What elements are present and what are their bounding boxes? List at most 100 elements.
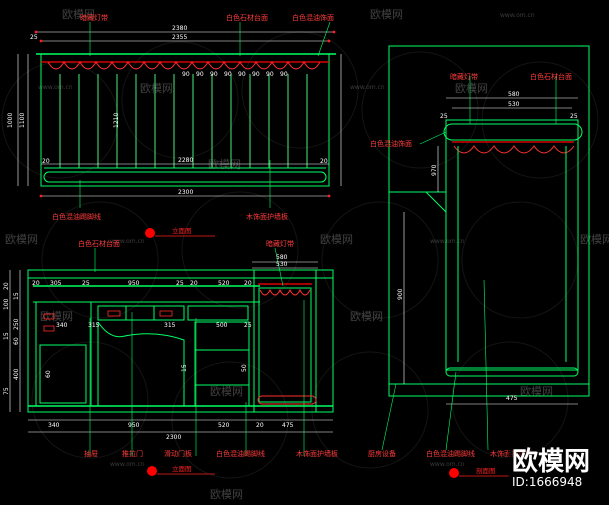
- elev-a-dim-panel-6: 90: [252, 71, 260, 78]
- elev-b-label-light-strip: 暗藏灯带: [266, 239, 294, 248]
- section-c: [381, 45, 590, 451]
- watermark-1: 欧模网: [62, 8, 95, 21]
- elev-b-vdim-4: 250: [13, 318, 20, 330]
- elev-b-vdim-8: 75: [3, 387, 10, 395]
- sec-c-title: 剖面图: [476, 466, 496, 475]
- elev-b-dim-bottom-1: 340: [48, 422, 60, 429]
- sec-c-dim-475: 475: [506, 395, 518, 402]
- elev-b-vdim-5: 60: [13, 337, 20, 345]
- watermark-layer: 欧模网 欧模网 欧模网 欧模网 欧模网 欧模网 欧模网 欧模网 欧模网 欧模网 …: [1, 8, 609, 501]
- elev-b-vdim-6: 15: [3, 332, 10, 340]
- elev-a-vdim-1: 1000: [7, 113, 14, 128]
- watermark-10: 欧模网: [40, 310, 73, 323]
- elev-b-dim-bottom-3: 520: [218, 422, 230, 429]
- elevation-a-text: 暗藏灯带 白色石材台面 白色混油饰面 2380 2355 25 90 90 90…: [7, 13, 334, 238]
- elev-b-dim-top-7: 520: [218, 280, 230, 287]
- elev-b-dim-530: 530: [276, 261, 288, 268]
- watermark-url-4: www.om.cn: [110, 238, 145, 245]
- sec-c-label-stone-top: 白色石材台面: [530, 72, 572, 81]
- sec-c-label-kitchen-equip: 厨房设备: [368, 449, 396, 458]
- elev-a-valance: [47, 60, 321, 70]
- elev-b-dim-row2-1: 340: [56, 322, 68, 329]
- elev-b-dim-580: 580: [276, 254, 288, 261]
- elev-b-vdim-9: 60: [45, 370, 52, 378]
- watermark-url-3: www.om.cn: [500, 12, 535, 19]
- elev-b-vdim-2: 100: [3, 298, 10, 310]
- elev-b-dim-row2-3: 315: [164, 322, 176, 329]
- section-c-niche: [445, 119, 579, 371]
- sec-c-label-paint-trim: 白色混油饰面: [370, 139, 412, 148]
- elev-a-label-paint-trim: 白色混油饰面: [292, 13, 334, 22]
- brand-logo-text: 欧模网: [512, 446, 590, 477]
- elev-b-vdim-10: 15: [181, 364, 188, 372]
- elev-a-dim-panel-2: 90: [196, 71, 204, 78]
- elev-b-label-skirting: 白色混油踢脚线: [216, 449, 265, 458]
- elev-a-dim-panel-3: 90: [210, 71, 218, 78]
- elev-a-label-light-strip: 暗藏灯带: [80, 13, 108, 22]
- elev-a-dim-20b: 20: [320, 158, 328, 165]
- watermark-url-7: www.om.cn: [430, 461, 465, 468]
- watermark-5: 欧模网: [208, 158, 241, 171]
- elev-b-dim-row2-4: 500: [216, 322, 228, 329]
- elev-b-dim-top-6: 20: [190, 280, 198, 287]
- elev-a-dim-panel-1: 90: [182, 71, 190, 78]
- brand-id-text: ID:1666948: [512, 475, 582, 489]
- elev-a-dim-panel-7: 90: [266, 71, 274, 78]
- elev-a-dim-top-inner: 2355: [172, 34, 187, 41]
- elev-b-title-marker: 立面图: [147, 464, 215, 476]
- elevation-b: [9, 247, 334, 456]
- elev-a-dim-mid: 2280: [178, 157, 193, 164]
- elev-b-label-slide-door: 滑动门板: [164, 449, 192, 458]
- elev-a-title: 立面图: [172, 226, 192, 235]
- elev-b-vdim-1: 20: [3, 282, 10, 290]
- sec-c-label-light-strip: 暗藏灯带: [450, 72, 478, 81]
- watermark-9: 欧模网: [350, 310, 383, 323]
- elev-b-dim-top-5: 25: [176, 280, 184, 287]
- elev-a-dim-top-total: 2380: [172, 25, 187, 32]
- watermark-12: 欧模网: [520, 385, 553, 398]
- elev-b-title: 立面图: [172, 464, 192, 473]
- elevation-a: [17, 21, 342, 208]
- elev-b-left-door: [39, 344, 87, 404]
- elev-b-dim-row2-5: 25: [244, 322, 252, 329]
- elev-a-dim-bottom: 2300: [178, 189, 193, 196]
- sec-c-label-skirting: 白色混油踢脚线: [426, 449, 475, 458]
- elev-b-dim-top-8: 20: [244, 280, 252, 287]
- elev-b-dim-top-3: 25: [82, 280, 90, 287]
- elev-a-dim-20a: 20: [42, 158, 50, 165]
- elev-b-dim-total: 2300: [166, 434, 181, 441]
- watermark-13: 欧模网: [210, 488, 243, 501]
- watermark-url-6: www.om.cn: [110, 461, 145, 468]
- elev-b-dim-bottom-5: 20: [256, 422, 264, 429]
- brand-badge: 欧模网 ID:1666948: [508, 446, 604, 489]
- elev-b-dim-bottom-4: 475: [282, 422, 294, 429]
- sec-c-dim-25a: 25: [440, 113, 448, 120]
- elev-b-tall-cabinet: [253, 269, 317, 413]
- elev-b-dim-bottom-2: 950: [128, 422, 140, 429]
- elev-b-dim-row2-2: 315: [88, 322, 100, 329]
- elev-a-skirting: [43, 171, 327, 183]
- watermark-url-5: www.om.cn: [430, 238, 465, 245]
- sec-c-dim-580: 580: [508, 91, 520, 98]
- elev-b-vdim-7: 400: [13, 368, 20, 380]
- elev-b-dim-top-1: 20: [32, 280, 40, 287]
- sec-c-title-marker: 剖面图: [449, 466, 510, 478]
- elev-a-dim-panel-8: 90: [280, 71, 288, 78]
- elev-a-dim-panel-5: 90: [238, 71, 246, 78]
- watermark-6: 欧模网: [5, 233, 38, 246]
- elev-a-vdim-2: 1100: [19, 113, 26, 128]
- watermark-8: 欧模网: [580, 233, 609, 246]
- watermark-7: 欧模网: [320, 233, 353, 246]
- elev-a-label-skirting: 白色混油踢脚线: [52, 212, 101, 221]
- watermark-url-1: www.om.cn: [38, 84, 73, 91]
- elev-b-dim-top-4: 950: [128, 280, 140, 287]
- watermark-url-2: www.om.cn: [350, 84, 385, 91]
- watermark-3: 欧模网: [140, 82, 173, 95]
- watermark-4: 欧模网: [455, 82, 488, 95]
- elev-a-vdim-3: 1210: [113, 113, 120, 128]
- elev-a-title-marker: 立面图: [145, 226, 215, 238]
- elev-a-label-wood-panel: 木饰面护墙板: [246, 212, 288, 221]
- watermark-11: 欧模网: [210, 385, 243, 398]
- elev-b-label-wood-panel: 木饰面护墙板: [296, 449, 338, 458]
